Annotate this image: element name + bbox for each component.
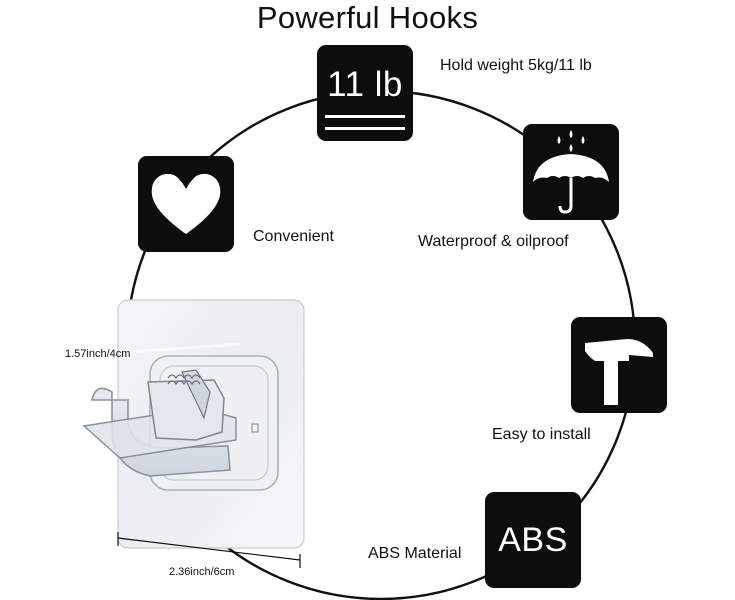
convenient-label: Convenient <box>253 228 334 245</box>
weight-badge-icon: 11 lb <box>317 45 413 141</box>
weight-bar-1 <box>325 115 405 118</box>
weight-bar-2 <box>325 127 405 130</box>
heart-icon <box>138 156 234 252</box>
install-label: Easy to install <box>492 426 591 443</box>
material-label: ABS Material <box>368 545 462 562</box>
page-title: Powerful Hooks <box>256 0 479 35</box>
abs-badge-icon: ABS <box>485 492 581 588</box>
waterproof-label: Waterproof & oilproof <box>418 233 569 250</box>
hammer-icon <box>571 317 667 413</box>
abs-badge-text: ABS <box>498 520 568 559</box>
umbrella-rain-icon <box>523 124 619 220</box>
width-dimension-label: 2.36inch/6cm <box>169 566 235 578</box>
height-dimension-label: 1.57inch/4cm <box>65 348 131 360</box>
weight-badge-text: 11 lb <box>327 65 403 104</box>
weight-label: Hold weight 5kg/11 lb <box>440 57 592 74</box>
